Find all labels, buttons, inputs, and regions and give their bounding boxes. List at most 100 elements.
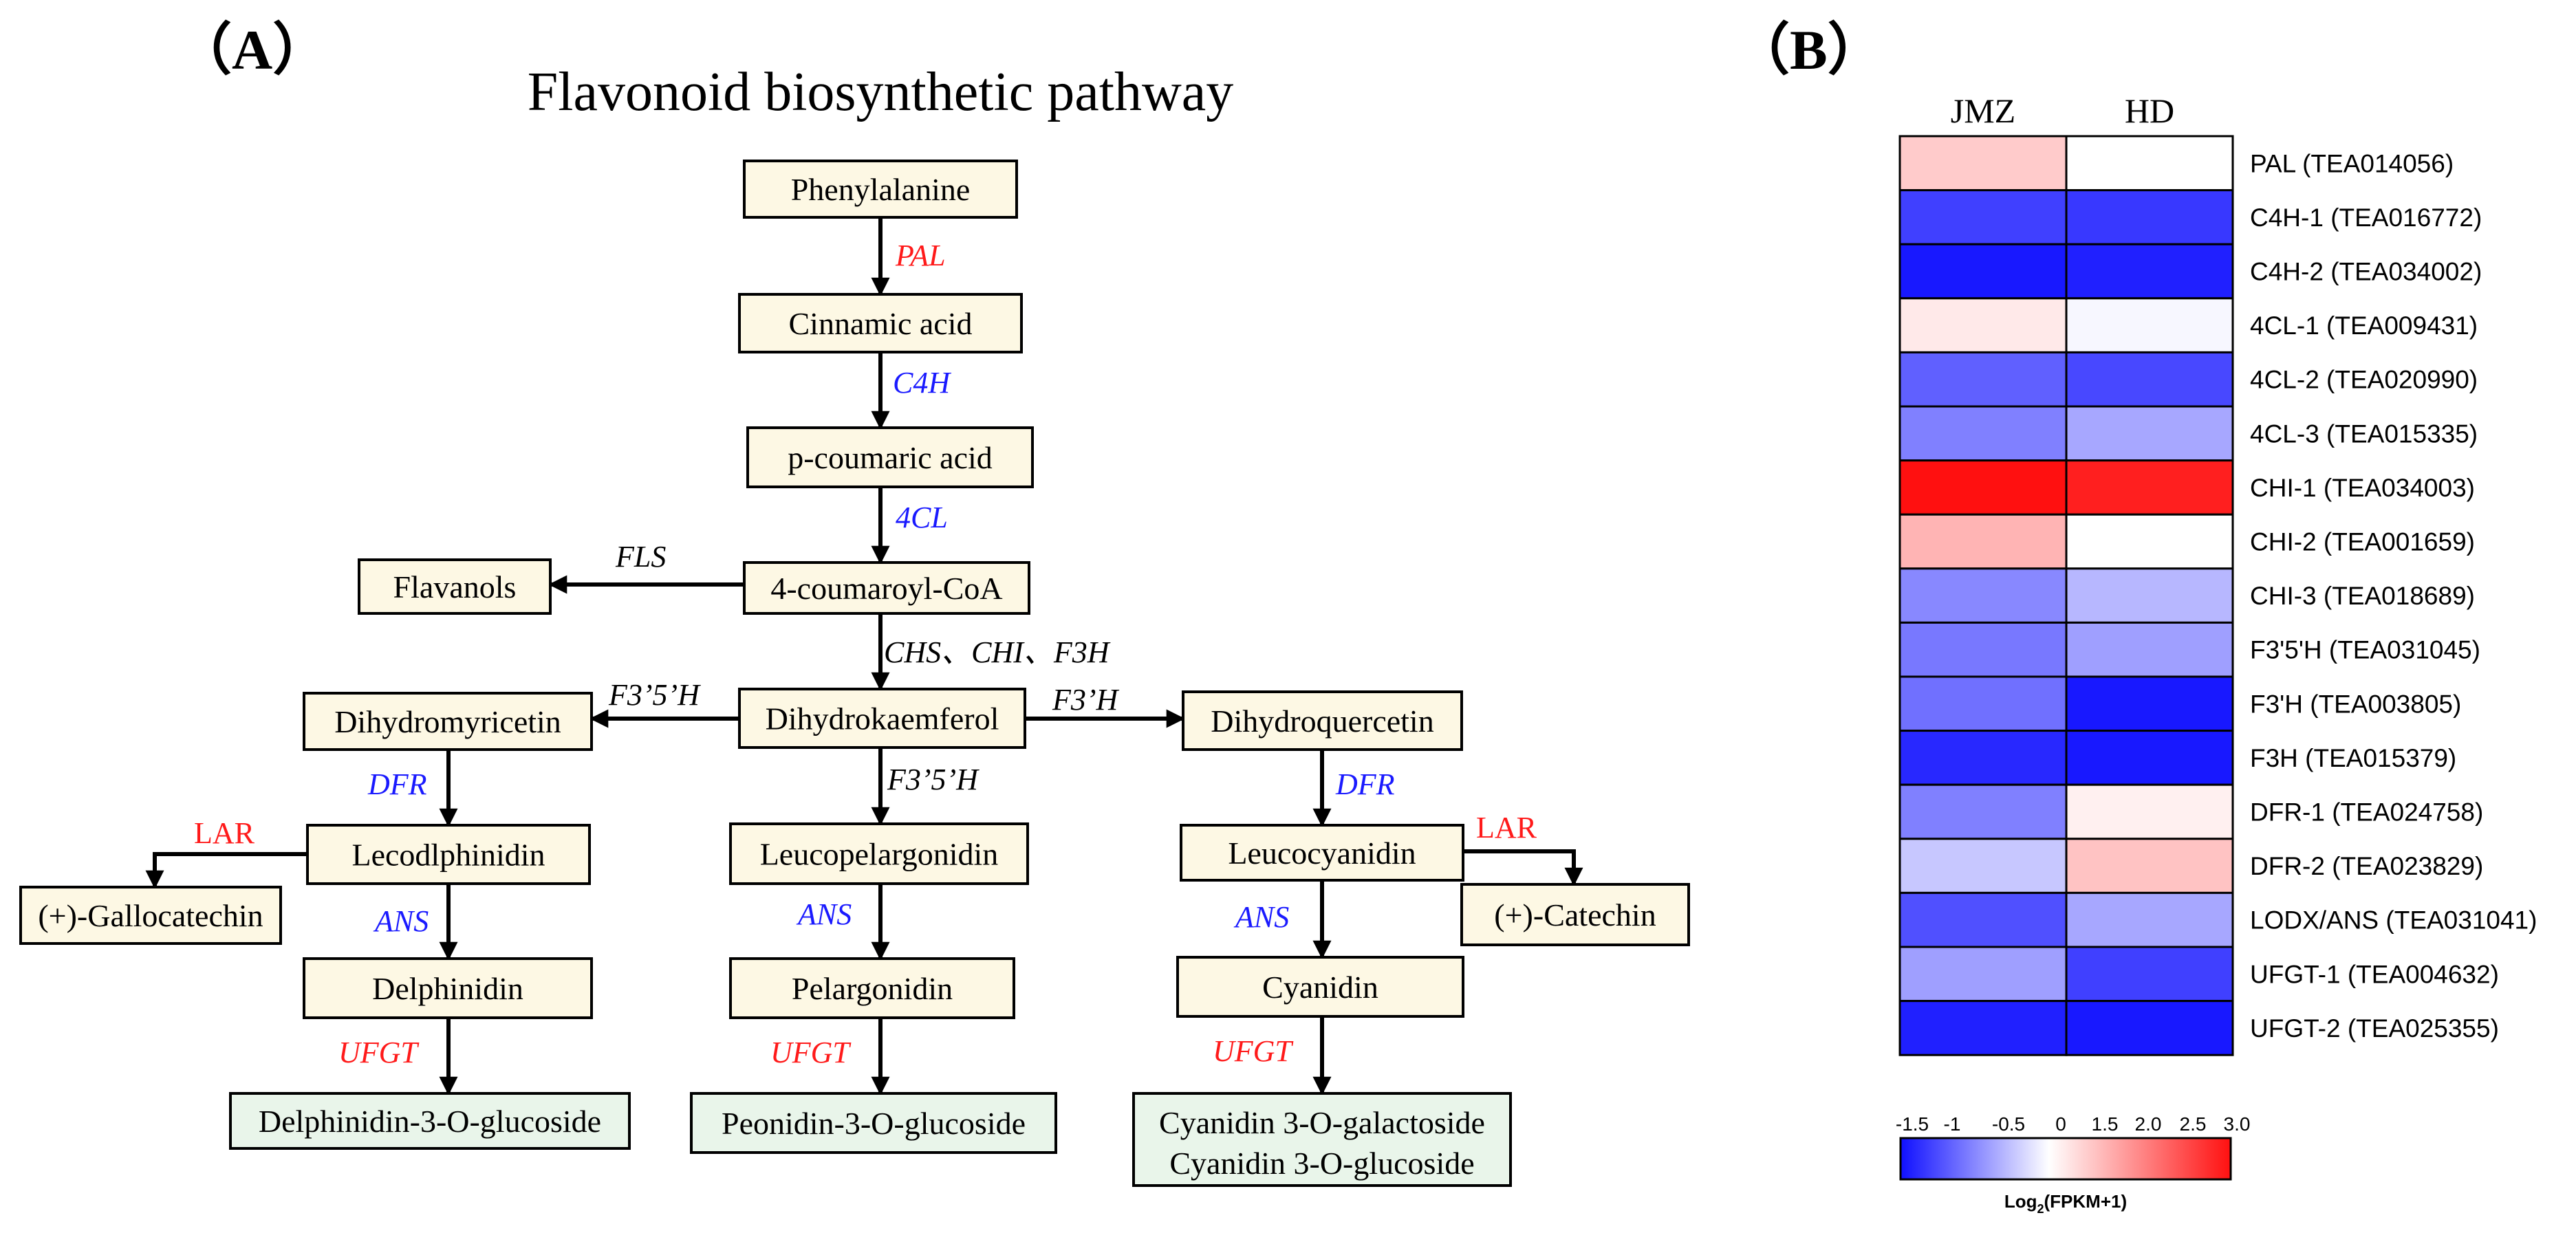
legend-tick-label: 1.5 xyxy=(2092,1113,2119,1135)
pathway-title: Flavonoid biosynthetic pathway xyxy=(528,62,1234,122)
heatmap-row-label: UFGT-2 (TEA025355) xyxy=(2250,1014,2499,1043)
heatmap-cell xyxy=(2065,838,2234,894)
node-box xyxy=(738,688,1026,749)
node-dhm: Dihydromyricetin xyxy=(303,692,593,751)
enzyme-f3h-r: F3’H xyxy=(1052,683,1120,717)
node-label: Pelargonidin xyxy=(792,971,953,1006)
heatmap-cell xyxy=(1898,730,2068,786)
heatmap-row-label: CHI-3 (TEA018689) xyxy=(2250,582,2475,610)
node-d3g: Delphinidin-3-O-glucoside xyxy=(229,1092,631,1150)
node-box xyxy=(738,293,1023,353)
enzyme-ans-r: ANS xyxy=(1233,900,1289,934)
legend-tick-label: -0.5 xyxy=(1992,1113,2025,1135)
enzyme-pal: PAL xyxy=(895,239,946,272)
column-header-jmz: JMZ xyxy=(1951,91,2015,130)
node-label: Delphinidin xyxy=(372,971,523,1006)
node-pcou: p-coumaric acid xyxy=(746,426,1034,488)
node-box xyxy=(729,957,1015,1019)
heatmap-cell xyxy=(2065,946,2234,1003)
heatmap-cell xyxy=(1898,459,2068,516)
heatmap-cell xyxy=(1898,297,2068,353)
node-label: Leucopelargonidin xyxy=(760,837,999,872)
enzyme-c4h: C4H xyxy=(893,366,951,400)
node-label-2: Cyanidin 3-O-glucoside xyxy=(1169,1146,1474,1181)
node-box xyxy=(1460,883,1690,946)
node-label: Dihydroquercetin xyxy=(1211,703,1433,739)
heatmap-row-label: DFR-2 (TEA023829) xyxy=(2250,852,2483,880)
node-box xyxy=(746,426,1034,488)
node-label: 4-coumaroyl-CoA xyxy=(770,571,1002,606)
node-cin: Cinnamic acid xyxy=(738,293,1023,353)
enzyme-ans-l: ANS xyxy=(373,904,429,938)
heatmap-cell xyxy=(2065,405,2234,462)
enzyme-dfr-l: DFR xyxy=(367,767,427,801)
node-label: Delphinidin-3-O-glucoside xyxy=(259,1104,601,1139)
heatmap-cell xyxy=(1898,189,2068,245)
legend-tick-label: 3.0 xyxy=(2224,1113,2251,1135)
heatmap-cell xyxy=(2065,783,2234,840)
node-label: (+)-Catechin xyxy=(1494,897,1656,932)
heatmap-row-label: 4CL-2 (TEA020990) xyxy=(2250,366,2478,394)
heatmap-cell xyxy=(2065,189,2234,245)
node-leuc: Leucocyanidin xyxy=(1180,824,1464,882)
column-header-hd: HD xyxy=(2125,91,2174,130)
heatmap-cell xyxy=(2065,459,2234,516)
node-label: p-coumaric acid xyxy=(788,440,993,475)
node-flav: Flavanols xyxy=(358,558,552,615)
node-coa: 4-coumaroyl-CoA xyxy=(743,561,1030,615)
heatmap-row-label: C4H-1 (TEA016772) xyxy=(2250,204,2482,232)
node-box xyxy=(19,886,282,945)
heatmap-cell xyxy=(2065,297,2234,353)
heatmap-row-label: F3'5'H (TEA031045) xyxy=(2250,636,2480,664)
heatmap-cell xyxy=(1898,567,2068,624)
heatmap-cell xyxy=(1898,513,2068,570)
enzyme-fls: FLS xyxy=(615,540,666,574)
enzyme-ufgt-m: UFGT xyxy=(770,1036,852,1069)
panel-a: （A） Flavonoid biosynthetic pathway Pheny… xyxy=(19,19,1690,1187)
arrow-lecd-gall xyxy=(145,852,307,889)
legend-gradient-bar xyxy=(1899,1137,2232,1181)
heatmap-row-labels: PAL (TEA014056)C4H-1 (TEA016772)C4H-2 (T… xyxy=(2250,149,2537,1043)
enzyme-ufgt-l: UFGT xyxy=(338,1036,420,1069)
heatmap-row-label: 4CL-3 (TEA015335) xyxy=(2250,419,2478,448)
arrow-leuc-cat xyxy=(1463,849,1583,886)
node-dhq: Dihydroquercetin xyxy=(1182,690,1463,751)
heatmap-cell xyxy=(2065,135,2234,192)
enzyme-f35h-m: F3’5’H xyxy=(887,763,979,796)
heatmap-row-label: LODX/ANS (TEA031041) xyxy=(2250,906,2537,935)
enzyme-ans-m: ANS xyxy=(796,897,852,931)
heatmap-row-label: CHI-1 (TEA034003) xyxy=(2250,474,2475,502)
node-lecd: Lecodlphinidin xyxy=(306,824,591,885)
heatmap-row-label: DFR-1 (TEA024758) xyxy=(2250,798,2483,827)
node-label: Cyanidin xyxy=(1262,970,1378,1005)
node-box xyxy=(303,957,593,1019)
panel-a-label: （A） xyxy=(175,19,329,81)
node-box xyxy=(1180,824,1464,882)
heatmap-cell xyxy=(1898,891,2068,948)
legend-tick-label: 2.5 xyxy=(2180,1113,2207,1135)
node-box xyxy=(729,822,1029,885)
heatmap-row-label: F3'H (TEA003805) xyxy=(2250,690,2461,718)
legend-title: Log2(FPKM+1) xyxy=(2004,1191,2127,1216)
node-gall: (+)-Gallocatechin xyxy=(19,886,282,945)
node-phe: Phenylalanine xyxy=(743,160,1018,219)
heatmap-cell xyxy=(1898,405,2068,462)
pathway-arrows xyxy=(145,217,1583,1095)
node-delp: Delphinidin xyxy=(303,957,593,1019)
node-label: Cinnamic acid xyxy=(789,306,973,341)
node-label: Dihydrokaemferol xyxy=(766,701,999,736)
legend-tick-label: -1 xyxy=(1944,1113,1961,1135)
heatmap-row-label: PAL (TEA014056) xyxy=(2250,149,2454,177)
node-box xyxy=(1176,956,1464,1018)
heatmap-cell xyxy=(1898,243,2068,300)
node-box xyxy=(229,1092,631,1150)
node-dhk: Dihydrokaemferol xyxy=(738,688,1026,749)
heatmap-cell xyxy=(2065,513,2234,570)
